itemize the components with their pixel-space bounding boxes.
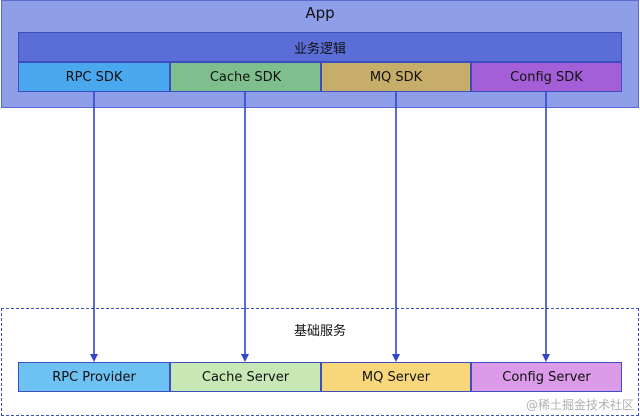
rpc-sdk-box: RPC SDK [18, 62, 170, 92]
watermark: @稀土掘金技术社区 [525, 398, 634, 412]
mq-sdk-box: MQ SDK [321, 62, 471, 92]
business-logic-layer: 业务逻辑 [18, 32, 622, 62]
mq-server-box: MQ Server [321, 362, 471, 392]
infrastructure-container [1, 308, 639, 416]
cache-server-box: Cache Server [170, 362, 321, 392]
infrastructure-title: 基础服务 [293, 324, 346, 339]
config-server-box: Config Server [471, 362, 622, 392]
rpc-provider-box: RPC Provider [18, 362, 170, 392]
config-sdk-box: Config SDK [471, 62, 622, 92]
cache-sdk-box: Cache SDK [170, 62, 321, 92]
app-title: App [305, 4, 335, 22]
